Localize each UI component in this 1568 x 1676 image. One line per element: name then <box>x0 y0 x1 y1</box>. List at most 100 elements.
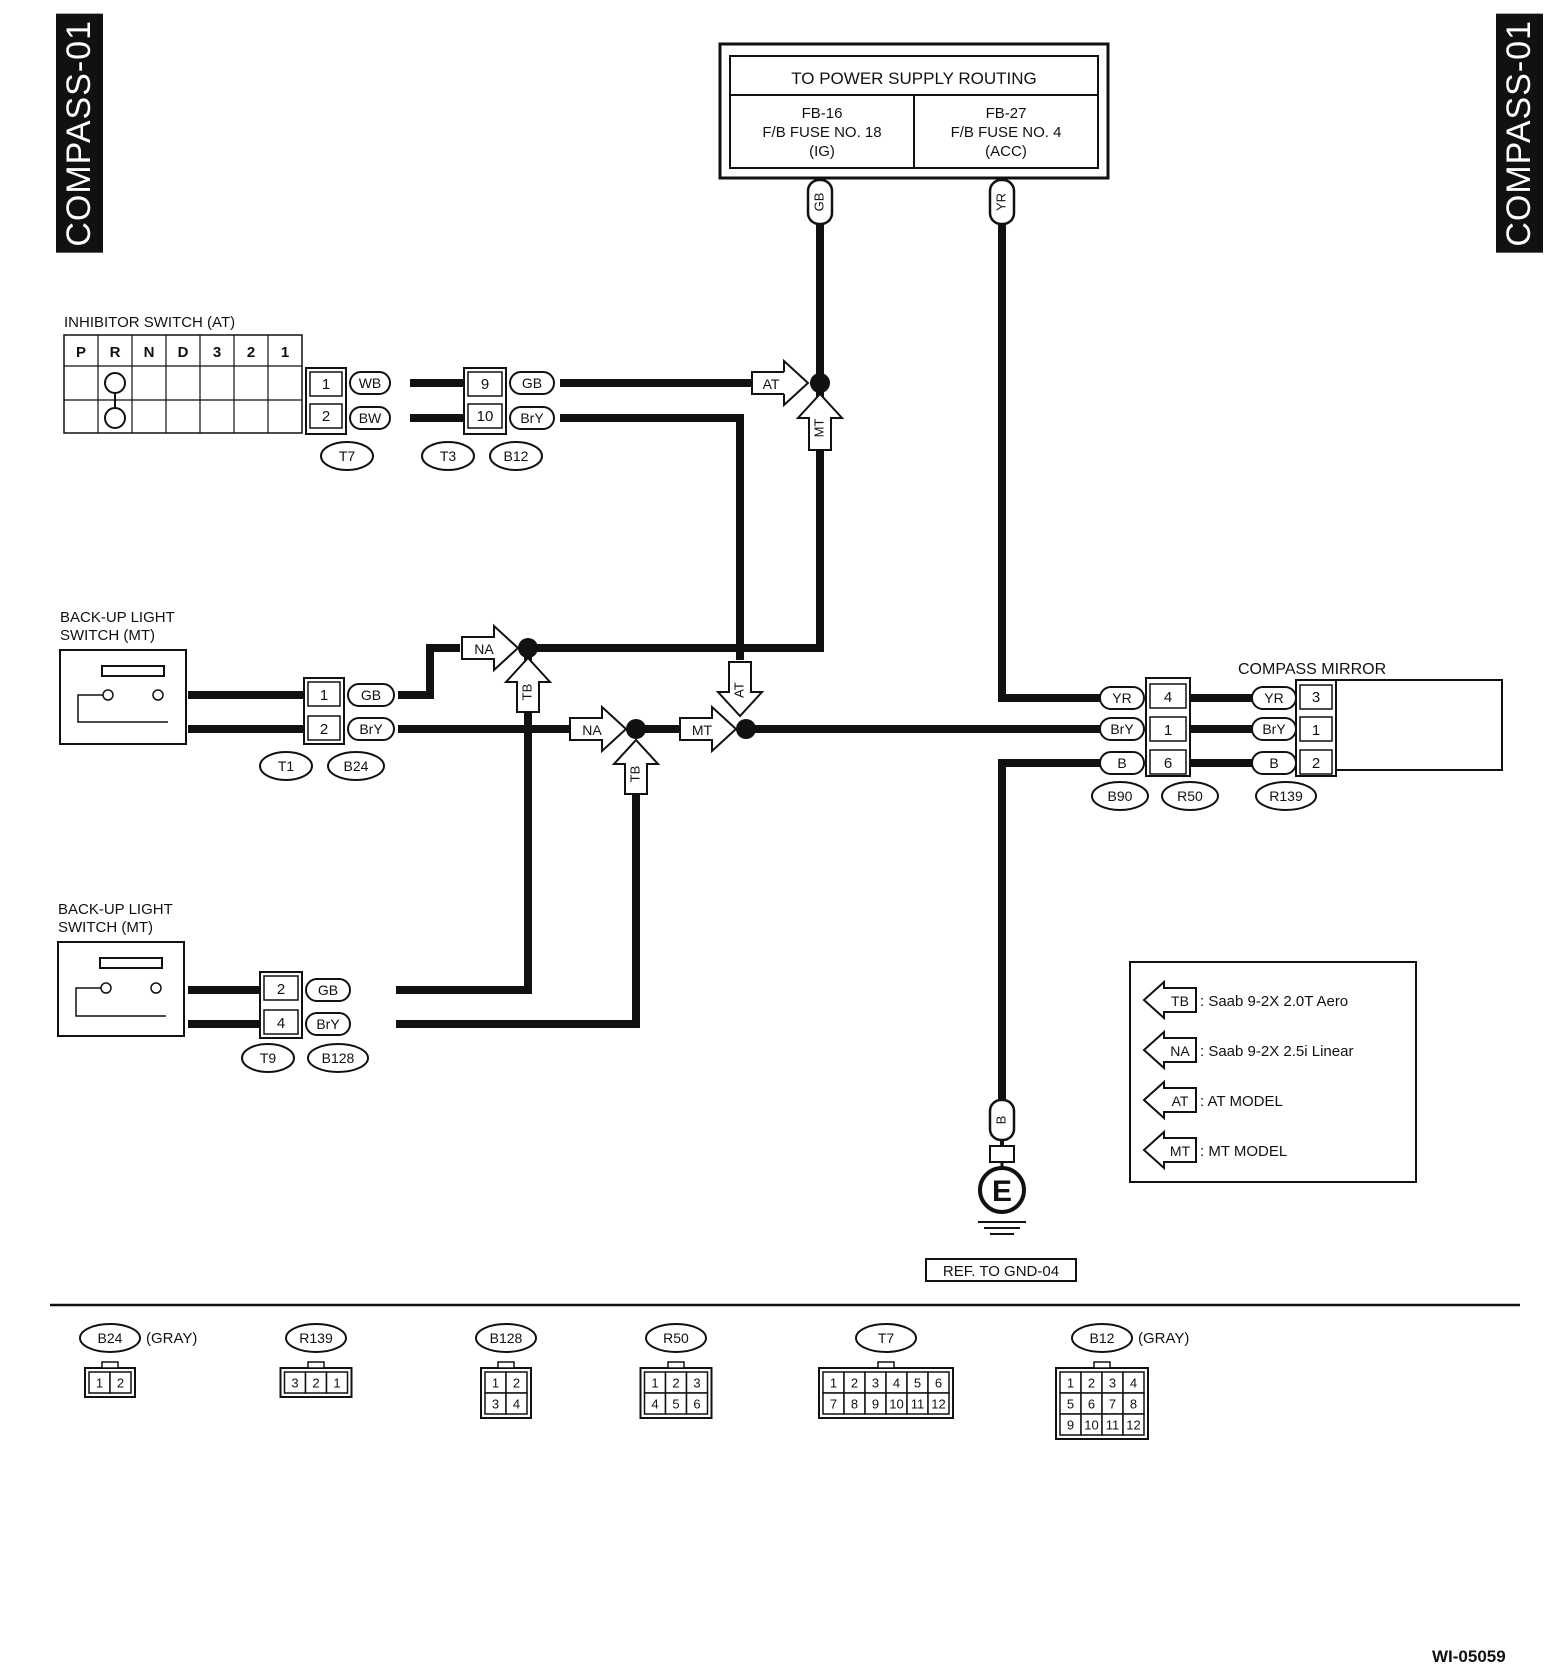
connector-tag: B24 <box>98 1330 123 1346</box>
mirror-end-pin-2: 2 <box>1312 755 1320 772</box>
wire-harness <box>188 222 1252 1108</box>
wire-label-ground-b: B <box>993 1116 1008 1125</box>
junction-dot <box>518 638 538 658</box>
power-supply-box: TO POWER SUPPLY ROUTING FB-16 F/B FUSE N… <box>718 42 1110 226</box>
wire-yr-power <box>998 222 1100 702</box>
connector-pin-number: 3 <box>872 1376 879 1391</box>
power-left-line2: F/B FUSE NO. 18 <box>762 124 881 141</box>
connector-pin-number: 2 <box>672 1376 679 1391</box>
tag-r139: R139 <box>1269 788 1303 804</box>
tag-t9: T9 <box>260 1050 277 1066</box>
legend-text-mt: : MT MODEL <box>1200 1143 1287 1160</box>
wire-b-ground <box>998 759 1100 1108</box>
connector-pin-number: 11 <box>911 1397 925 1412</box>
backup1-pin-2: 2 <box>320 721 328 738</box>
connector-pin-number: 2 <box>513 1376 520 1391</box>
connector-latch <box>307 1361 325 1369</box>
tag-t7: T7 <box>339 448 356 464</box>
connector-pin-number: 5 <box>672 1397 679 1412</box>
connector-pin-number: 2 <box>117 1376 124 1391</box>
mirror-mid-pin-4: 4 <box>1164 689 1172 706</box>
legend-text-na: : Saab 9-2X 2.5i Linear <box>1200 1043 1353 1060</box>
junction-pin-9: 9 <box>481 376 489 393</box>
ground-symbol: E <box>992 1175 1012 1208</box>
wire-label-mirror-out-b: B <box>1269 755 1278 771</box>
connector-pin-number: 2 <box>1088 1376 1095 1391</box>
connector-pin-number: 10 <box>889 1397 903 1412</box>
connector-pin-number: 6 <box>693 1397 700 1412</box>
power-right-line1: FB-27 <box>986 105 1027 122</box>
footer-id: WI-05059 <box>1432 1647 1506 1666</box>
connector-pin-number: 4 <box>513 1397 520 1412</box>
backup1-pin-1: 1 <box>320 687 328 704</box>
connector-pin-number: 4 <box>893 1376 900 1391</box>
connector-pin-number: 2 <box>851 1376 858 1391</box>
inhibitor-pos-r: R <box>110 344 121 361</box>
wire-label-bw: BW <box>359 410 382 426</box>
connector-pin-number: 3 <box>492 1397 499 1412</box>
wire-label-mirror-out-bry: BrY <box>1262 721 1286 737</box>
connector-latch <box>667 1361 685 1369</box>
legend: TB : Saab 9-2X 2.0T Aero NA : Saab 9-2X … <box>1129 961 1417 1183</box>
connector-pin-number: 2 <box>312 1376 319 1391</box>
legend-item-tb: TB : Saab 9-2X 2.0T Aero <box>1142 979 1348 1021</box>
backup-light-switch-1: BACK-UP LIGHT SWITCH (MT) 1 2 GB BrY T1 … <box>59 609 395 781</box>
connector-cavity <box>505 1392 528 1415</box>
connector-pin-number: 4 <box>651 1397 658 1412</box>
connector-latch <box>877 1361 895 1369</box>
inhibitor-pos-p: P <box>76 344 86 361</box>
wire-mt-up <box>528 383 824 652</box>
wire-label-mirror-in-yr: YR <box>1112 690 1131 706</box>
wire-label-backup2-bry: BrY <box>316 1016 340 1032</box>
tag-t3: T3 <box>440 448 457 464</box>
wire-tb1 <box>396 648 532 994</box>
legend-item-mt: MT : MT MODEL <box>1142 1129 1287 1171</box>
connector-pin-number: 7 <box>830 1397 837 1412</box>
wire-gb-na <box>398 644 460 699</box>
arrow-label-mt-2: MT <box>692 722 713 738</box>
power-title: TO POWER SUPPLY ROUTING <box>791 69 1037 88</box>
connector-latch <box>497 1361 515 1369</box>
backup1-title-line2: SWITCH (MT) <box>60 627 155 644</box>
backup2-pin-4: 4 <box>277 1015 285 1032</box>
power-right-line3: (ACC) <box>985 143 1027 160</box>
wire-label-mirror-in-bry: BrY <box>1110 721 1134 737</box>
connector-tag: R50 <box>663 1330 689 1346</box>
junction-pin-10: 10 <box>477 408 494 425</box>
inhibitor-pin-2: 2 <box>322 408 330 425</box>
legend-text-at: : AT MODEL <box>1200 1093 1283 1110</box>
wire-label-wb: WB <box>359 375 382 391</box>
junction-arrows: AT MT NA TB NA TB MT AT <box>461 358 845 795</box>
connector-pin-number: 7 <box>1109 1397 1116 1412</box>
inhibitor-switch: INHIBITOR SWITCH (AT) P R N D 3 2 1 1 2 … <box>63 314 555 471</box>
connector-cavity <box>109 1371 132 1394</box>
connector-pin-number: 1 <box>651 1376 658 1391</box>
junction-dot <box>810 373 830 393</box>
legend-code-na: NA <box>1170 1043 1190 1059</box>
backup1-title-line1: BACK-UP LIGHT <box>60 609 175 626</box>
tag-b90: B90 <box>1108 788 1133 804</box>
wire-label-backup1-gb: GB <box>361 687 381 703</box>
connector-pin-number: 1 <box>333 1376 340 1391</box>
backup-light-switch-2: BACK-UP LIGHT SWITCH (MT) 2 4 GB BrY T9 … <box>57 901 369 1073</box>
tag-t1: T1 <box>278 758 295 774</box>
connector-pin-number: 8 <box>851 1397 858 1412</box>
connector-pin-number: 12 <box>931 1397 945 1412</box>
connector-pin-number: 4 <box>1130 1376 1137 1391</box>
connector-pin-number: 5 <box>1067 1397 1074 1412</box>
inhibitor-title: INHIBITOR SWITCH (AT) <box>64 314 235 331</box>
wire-label-backup1-bry: BrY <box>359 721 383 737</box>
wire-label-gb-at: GB <box>522 375 542 391</box>
legend-item-at: AT : AT MODEL <box>1142 1079 1283 1121</box>
wire-label-yr-power: YR <box>993 193 1008 211</box>
arrow-label-na-2: NA <box>582 722 602 738</box>
tag-b128: B128 <box>322 1050 355 1066</box>
connector-pin-number: 5 <box>914 1376 921 1391</box>
junction-dot <box>626 719 646 739</box>
connector-cavity <box>927 1392 950 1415</box>
